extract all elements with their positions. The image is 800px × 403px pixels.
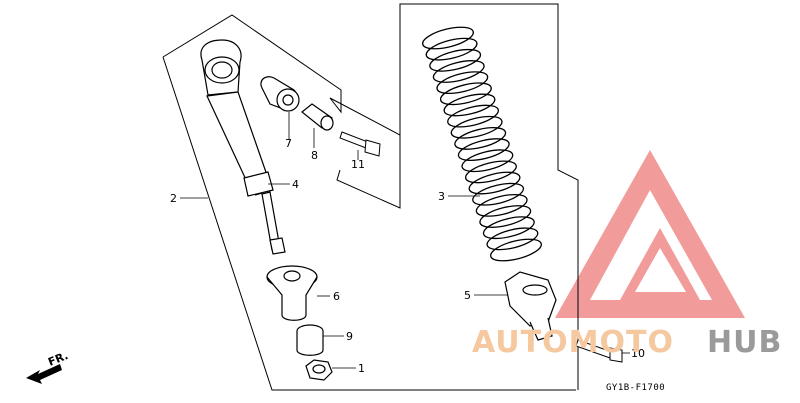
callout-4: 4 — [292, 178, 299, 191]
bolt — [339, 131, 381, 157]
callout-11: 11 — [351, 158, 365, 171]
bushing — [260, 76, 300, 112]
callout-10: 10 — [631, 347, 645, 360]
spring-coil — [454, 127, 507, 150]
spring-coil — [447, 104, 500, 128]
rubber-bushing — [296, 324, 324, 356]
bolt-10 — [575, 339, 623, 363]
spring-coil — [422, 26, 474, 50]
callout-3: 3 — [438, 190, 445, 203]
spring-coil — [457, 138, 510, 161]
callout-8: 8 — [311, 149, 318, 162]
spring-coil — [461, 149, 514, 173]
dust-cover — [266, 265, 318, 321]
spring-coil — [432, 60, 485, 83]
spring-coil — [436, 71, 489, 95]
group-outline-left — [162, 3, 579, 391]
spring-coil — [439, 82, 492, 106]
watermark-word-2: HUB — [707, 325, 782, 360]
spring-coil — [472, 182, 525, 206]
spring-coil — [450, 115, 503, 139]
callout-1: 1 — [358, 362, 365, 375]
direction-label: FR. — [46, 349, 70, 369]
watermark-logo — [555, 150, 745, 318]
spring-coil — [429, 48, 482, 72]
collar — [301, 103, 334, 131]
watermark-text: AUTOMOTO HUB — [472, 325, 782, 360]
shock-absorber — [200, 39, 286, 255]
spring-coil — [475, 193, 528, 217]
watermark-word-1: AUTOMOTO — [472, 325, 674, 360]
spring-coil — [486, 227, 539, 251]
callouts: 1 2 3 4 5 6 7 8 9 10 11 — [170, 137, 645, 375]
nut — [305, 359, 333, 381]
direction-arrow-icon: FR. — [26, 349, 70, 384]
spring-coil — [490, 238, 542, 262]
callout-9: 9 — [346, 330, 353, 343]
spring-coil — [482, 216, 535, 240]
spring-coil — [464, 160, 517, 184]
leader-lines — [180, 112, 630, 369]
spring — [422, 26, 542, 262]
spring-coil — [425, 37, 478, 61]
callout-7: 7 — [285, 137, 292, 150]
spring-seat — [504, 271, 557, 341]
callout-2: 2 — [170, 192, 177, 205]
diagram-code: GY1B-F1700 — [606, 383, 665, 393]
callout-5: 5 — [464, 289, 471, 302]
spring-coil — [468, 171, 521, 195]
callout-6: 6 — [333, 290, 340, 303]
spring-coil — [479, 205, 532, 228]
spring-coil — [443, 93, 496, 117]
